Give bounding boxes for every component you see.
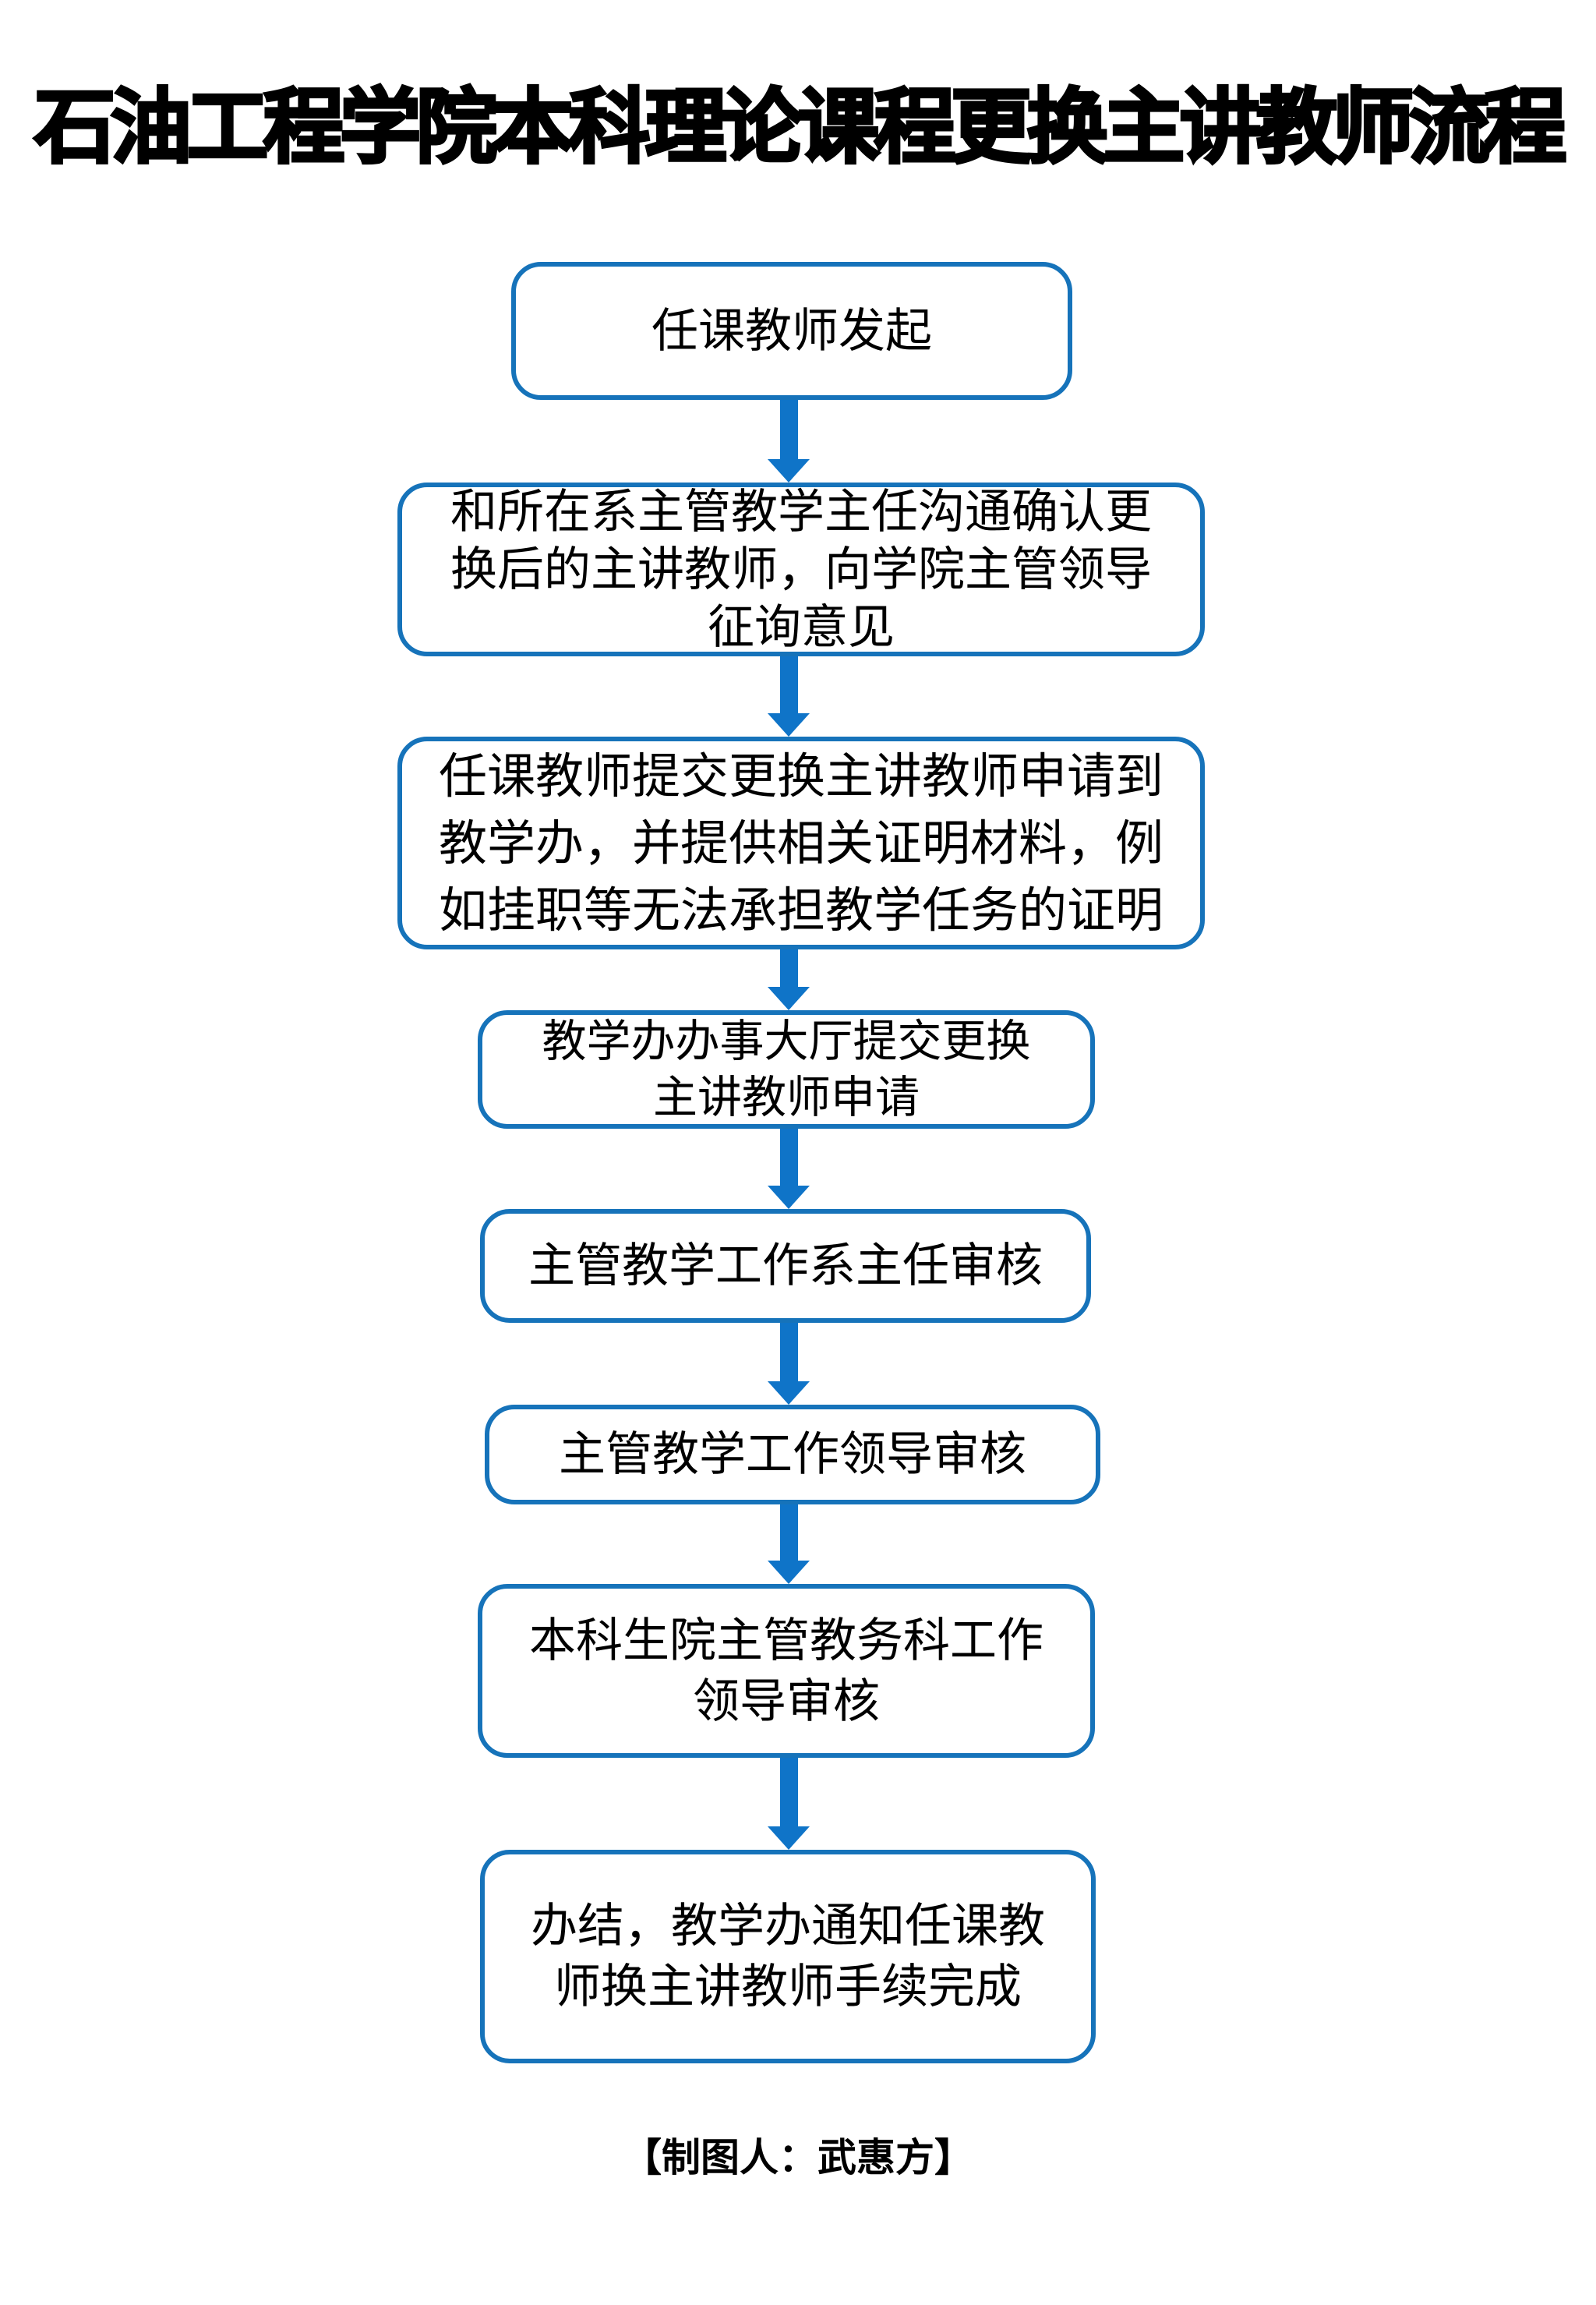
arrow-head (768, 713, 810, 737)
flow-step-5: 主管教学工作系主任审核 (480, 1209, 1091, 1323)
arrow-down-icon (768, 400, 810, 483)
arrow-shaft (779, 1323, 798, 1381)
author-credit: 【制图人：武惠方】 (623, 2135, 973, 2180)
arrow-shaft (779, 1504, 798, 1561)
arrow-head (768, 987, 810, 1010)
flow-step-3-text: 任课教师提交更换主讲教师申请到 (438, 747, 1163, 804)
arrow-shaft (779, 1129, 798, 1186)
arrow-head (768, 1186, 810, 1209)
arrow-down-icon (768, 1323, 810, 1405)
flow-step-2: 和所在系主管教学主任沟通确认更 换后的主讲教师，向学院主管领导 征询意见 (397, 483, 1205, 656)
flow-step-1: 任课教师发起 (511, 262, 1072, 400)
arrow-head (768, 459, 810, 483)
flow-step-8-text: 办结，教学办通知任课教 (531, 1899, 1045, 1953)
flow-step-7: 本科生院主管教务科工作 领导审核 (478, 1584, 1095, 1758)
page-title: 石油工程学院本科理论课程更换主讲教师流程 (33, 78, 1568, 176)
flow-step-4-text: 教学办办事大厅提交更换 (542, 1016, 1031, 1067)
flow-step-4-text: 主讲教师申请 (653, 1072, 920, 1123)
arrow-down-icon (768, 1129, 810, 1209)
flow-step-6-text: 主管教学工作领导审核 (559, 1427, 1026, 1482)
arrow-shaft (779, 949, 798, 987)
flow-step-2-text: 和所在系主管教学主任沟通确认更 (450, 484, 1152, 539)
flow-step-1-text: 任课教师发起 (651, 303, 932, 359)
arrow-down-icon (768, 949, 810, 1010)
arrow-down-icon (768, 1758, 810, 1850)
flow-step-7-text: 本科生院主管教务科工作 (529, 1613, 1043, 1668)
flow-step-2-text: 换后的主讲教师，向学院主管领导 (450, 542, 1152, 597)
flow-step-2-text: 征询意见 (708, 599, 895, 655)
arrow-shaft (779, 656, 798, 713)
arrow-shaft (779, 400, 798, 459)
arrow-down-icon (768, 656, 810, 737)
flow-step-8: 办结，教学办通知任课教 师换主讲教师手续完成 (480, 1850, 1096, 2063)
flow-step-3: 任课教师提交更换主讲教师申请到 教学办，并提供相关证明材料，例 如挂职等无法承担… (397, 737, 1205, 949)
arrow-head (768, 1561, 810, 1584)
flow-step-6: 主管教学工作领导审核 (485, 1405, 1100, 1504)
arrow-head (768, 1826, 810, 1850)
arrow-head (768, 1381, 810, 1405)
flow-step-5-text: 主管教学工作系主任审核 (528, 1239, 1043, 1293)
flow-step-7-text: 领导审核 (693, 1674, 880, 1729)
flow-step-8-text: 师换主讲教师手续完成 (554, 1960, 1022, 2014)
flow-step-4: 教学办办事大厅提交更换 主讲教师申请 (478, 1010, 1095, 1129)
flow-step-3-text: 教学办，并提供相关证明材料，例 (438, 814, 1163, 871)
arrow-shaft (779, 1758, 798, 1826)
flow-step-3-text: 如挂职等无法承担教学任务的证明 (438, 881, 1163, 939)
arrow-down-icon (768, 1504, 810, 1584)
